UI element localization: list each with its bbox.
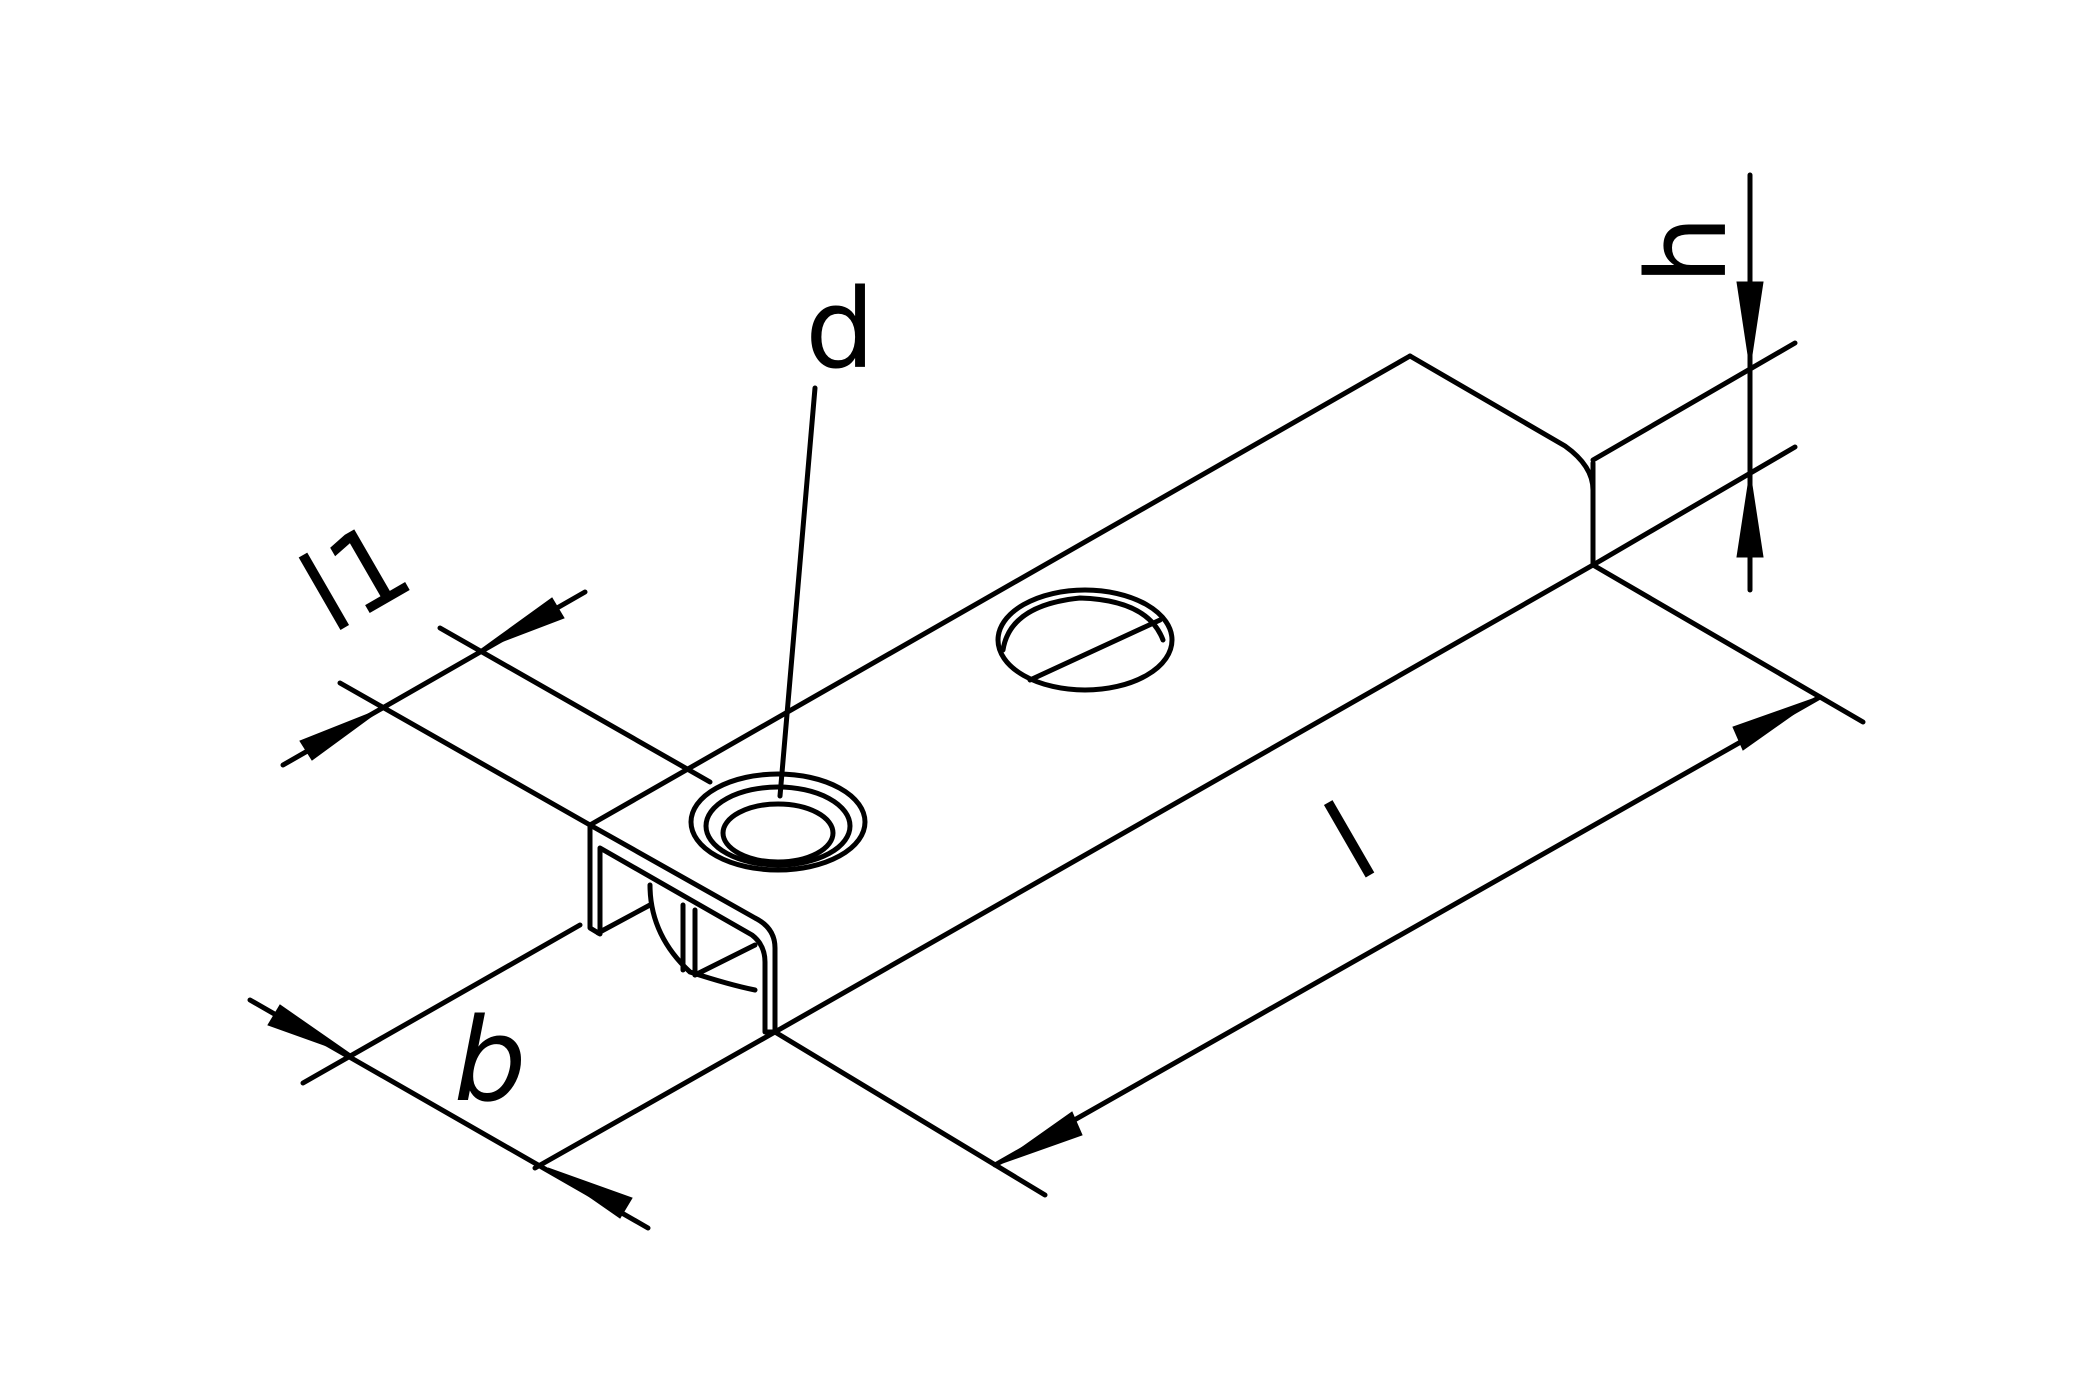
rear-hole-chord [1027,617,1163,683]
hole-inner-ring [720,801,836,865]
arrow-h-bottom [1736,471,1764,558]
leader-line-d [777,385,818,799]
notch-bracket [587,822,778,1035]
label-h: h [1623,215,1751,285]
label-b: b [454,994,527,1128]
plate-bottom-front-edge [532,1029,778,1171]
dimension-l: l [992,694,1823,1168]
arrow-l-right [1732,696,1819,751]
plate-top-right-edge [1407,353,1596,493]
plate-front-long-edge [772,562,1596,1035]
label-l1: l1 [280,497,431,658]
arrow-l1-left [299,707,384,761]
arrow-b-bottom [547,1167,633,1219]
hole-middle-ring [703,784,853,868]
plate-body [300,353,1866,1198]
arrow-h-top [1736,281,1764,369]
rear-hole-inner-arc [1000,595,1166,653]
dimension-l1: l1 [280,497,713,785]
plate-bottom-left-edge [300,922,583,1086]
bracket-inner-base [595,902,653,936]
plate-right-extension [1590,562,1866,725]
plate-top-front-left-edge [337,680,593,828]
arrow-l1-right [479,597,565,651]
extension-line-h-top [1590,340,1798,463]
rear-hole-outer [995,587,1175,693]
bracket-outline [587,822,778,1035]
dimension-line-l [992,694,1823,1168]
rear-hole [995,587,1175,693]
bracket-inner-curve [647,882,758,993]
bracket-tab-edge [692,942,758,978]
dimension-b: b [247,994,651,1231]
plate-top-left-edge [587,353,1413,828]
arrow-b-top [267,1004,353,1056]
hole-outer-ring [688,771,868,873]
label-d: d [805,265,875,393]
extension-line-h-bottom [1590,444,1798,568]
label-l: l [1306,779,1396,905]
dimension-d: d [777,265,875,799]
dimension-h: h [1590,172,1798,593]
countersunk-hole [688,771,868,873]
plate-front-extension [772,1029,1048,1198]
arrow-l-left [996,1111,1083,1166]
extension-line-l1 [437,625,713,785]
